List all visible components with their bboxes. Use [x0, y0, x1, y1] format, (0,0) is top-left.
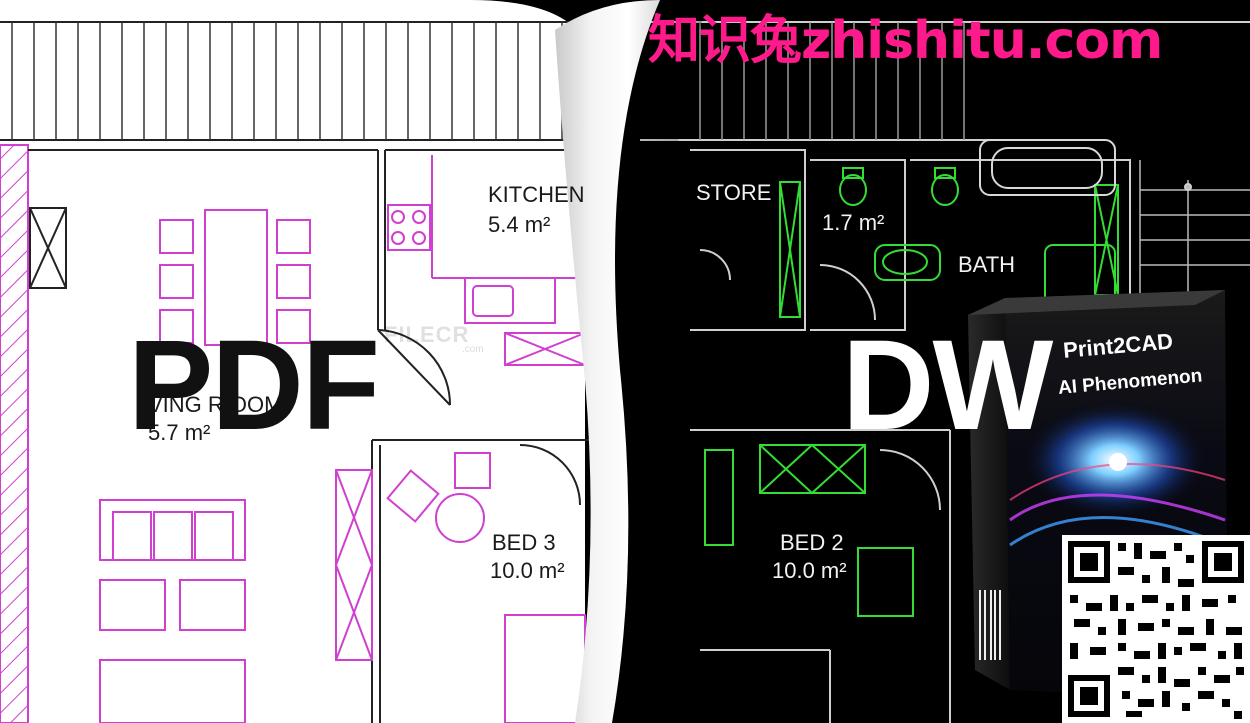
site-watermark: 知识兔zhishitu.com: [648, 11, 1163, 71]
room-area-wc: 1.7 m²: [822, 210, 885, 235]
barcode: [979, 590, 1001, 660]
room-label-kitchen: KITCHEN: [488, 182, 585, 207]
filecr-watermark-sub: .com: [462, 344, 484, 355]
room-area-bed-3: 10.0 m²: [490, 558, 565, 583]
room-label-living-room: VING R OOM: [148, 392, 283, 417]
room-area-bed-2: 10.0 m²: [772, 558, 847, 583]
pdf-page: [0, 0, 585, 723]
qr-code: [1062, 535, 1250, 723]
room-label-bed-2: BED 2: [780, 530, 844, 555]
dwg-format-label: DW: [842, 314, 1053, 457]
room-label-bath: BATH: [958, 252, 1016, 277]
page-curl: [555, 0, 660, 723]
room-area-kitchen: 5.4 m²: [488, 212, 551, 237]
room-label-store: STORE: [696, 180, 772, 205]
dwg-plan: [640, 21, 1250, 723]
pdf-format-label: PDF: [128, 314, 380, 457]
dwg-bathtub: [979, 139, 1116, 196]
room-label-bed-3: BED 3: [492, 530, 556, 555]
pdf-furniture: [99, 155, 590, 723]
filecr-watermark: FILECR: [384, 322, 470, 347]
room-area-living-room: 5.7 m²: [148, 420, 211, 445]
pdf-plan: [0, 21, 590, 723]
